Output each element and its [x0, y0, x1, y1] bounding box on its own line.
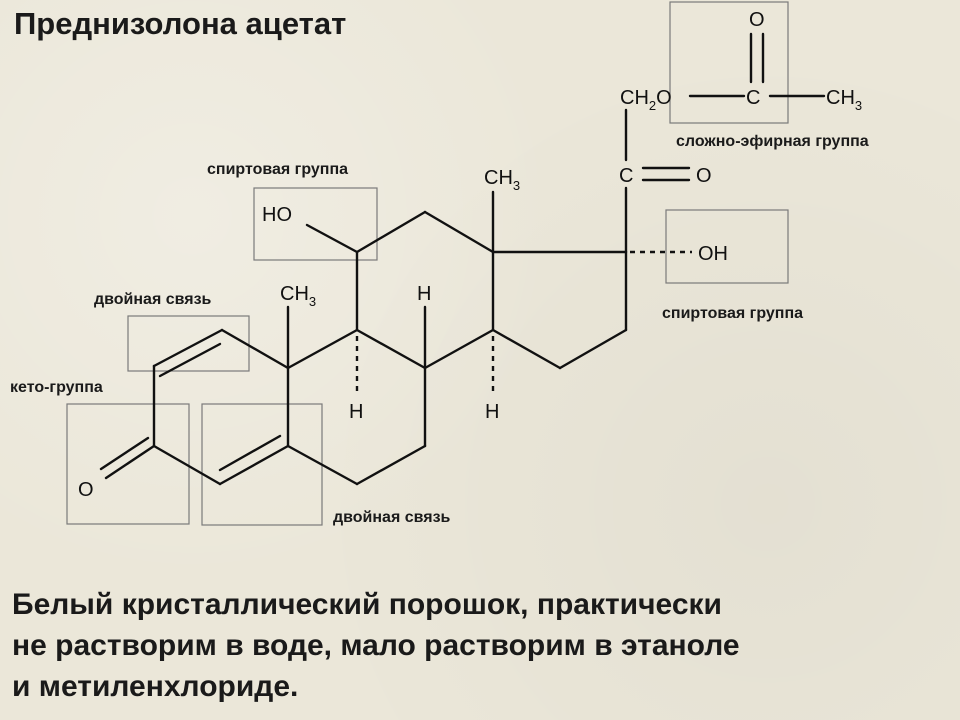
double-bond-bottom-box [201, 403, 323, 526]
c18-methyl: CH3 [484, 167, 520, 193]
description-line: Белый кристаллический порошок, практичес… [12, 588, 722, 621]
ch2o-label: CH2O [620, 87, 672, 113]
hydrogen-c8: H [417, 283, 431, 305]
keto-group-label: кето-группа [10, 379, 103, 396]
alcohol-group-right-box [665, 209, 789, 284]
double-bond-bottom-label: двойная связь [333, 509, 451, 526]
ester-carbon: C [746, 87, 760, 109]
ester-carbonyl-oxygen: O [749, 9, 765, 31]
ketone-oxygen: O [696, 165, 712, 187]
keto-group-box [66, 403, 190, 525]
alcohol-group-top-label: спиртовая группа [207, 161, 348, 178]
ester-methyl: CH3 [826, 87, 862, 113]
ring-b-bonds [286, 305, 427, 486]
description-line: не растворим в воде, мало растворим в эт… [12, 629, 740, 662]
double-bond-top-label: двойная связь [94, 291, 212, 308]
ester-group-box [669, 1, 789, 124]
description-text: Белый кристаллический порошок, практичес… [12, 584, 952, 707]
ester-group-label: сложно-эфирная группа [676, 133, 869, 150]
hydroxyl-11: HO [262, 204, 292, 226]
hydroxyl-17: OH [698, 243, 728, 265]
hydrogen-c9: H [349, 401, 363, 423]
c19-methyl: CH3 [280, 283, 316, 309]
hydrogen-c14: H [485, 401, 499, 423]
description-line: и метиленхлориде. [12, 670, 299, 703]
ring-d-bonds [491, 32, 826, 370]
ring-a-bonds [99, 328, 290, 486]
ketone-carbon: C [619, 165, 633, 187]
alcohol-group-top-box [253, 187, 378, 261]
keto-oxygen: O [78, 479, 94, 501]
alcohol-group-right-label: спиртовая группа [662, 305, 803, 322]
ring-c-bonds [305, 190, 495, 394]
page-title: Преднизолона ацетат [14, 6, 347, 41]
double-bond-top-box [127, 315, 250, 372]
